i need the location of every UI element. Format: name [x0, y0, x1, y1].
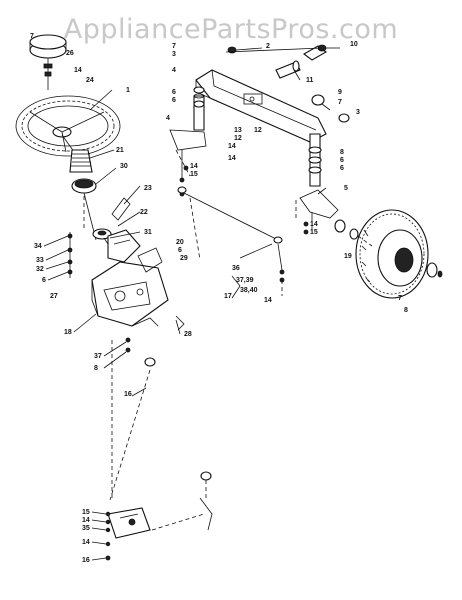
callout: 36 [232, 265, 240, 272]
drag-link [144, 357, 212, 481]
leader-lines [89, 47, 340, 397]
callout: 3 [172, 51, 176, 58]
callout: 6 [340, 165, 344, 172]
callout: 14 [264, 297, 272, 304]
callout: 14 [310, 221, 318, 228]
callout: 1 [126, 87, 130, 94]
callout: 16 [82, 557, 90, 564]
callout: 5 [344, 185, 348, 192]
callout: 15 [310, 229, 318, 236]
callout: 6 [42, 277, 46, 284]
steering-wheel [15, 95, 121, 157]
callout: 24 [86, 77, 94, 84]
front-wheel [355, 209, 429, 299]
callout: 37,39 [236, 277, 254, 284]
right-spindle-hardware [303, 94, 350, 235]
callout: 8 [94, 365, 98, 372]
steering-shaft-upper [61, 134, 93, 173]
steering-pinion-gear [71, 178, 97, 241]
callout: 14 [190, 163, 198, 170]
callout: 38,40 [240, 287, 258, 294]
steering-bushing [92, 197, 131, 251]
callout: 15 [82, 509, 90, 516]
callout: 34 [34, 243, 42, 250]
callout: 9 [338, 89, 342, 96]
steering-arm-bracket [107, 497, 213, 539]
callout: 14 [82, 517, 90, 524]
dashed-assembly-lines [83, 149, 373, 531]
callout: 19 [344, 253, 352, 260]
axle-pivot-hardware [225, 44, 327, 79]
callout: 8 [404, 307, 408, 314]
steering-wheel-bolt [43, 58, 53, 90]
callout: 21 [116, 147, 124, 154]
callout: 3 [356, 109, 360, 116]
left-hardware-stack [67, 232, 185, 353]
wheel-hardware [334, 219, 443, 278]
callout: 20 [176, 239, 184, 246]
callout: 27 [50, 293, 58, 300]
callout: 4 [172, 67, 176, 74]
front-axle-beam [195, 69, 327, 143]
callout: 12 [234, 135, 242, 142]
callout: 15 [190, 171, 198, 178]
callout: 28 [184, 331, 192, 338]
callout: 14 [74, 67, 82, 74]
callout: 13 [234, 127, 242, 134]
callout: 23 [144, 185, 152, 192]
callout: 17 [224, 293, 232, 300]
callout: 6 [172, 97, 176, 104]
callout: 8 [340, 149, 344, 156]
callout: 26 [66, 50, 74, 57]
callout: 7 [172, 43, 176, 50]
callout: 11 [306, 77, 314, 84]
callout: 7 [30, 33, 34, 40]
callout: 4 [166, 115, 170, 122]
callout: 22 [140, 209, 148, 216]
callout: 14 [228, 155, 236, 162]
callout: 31 [144, 229, 152, 236]
callout: 32 [36, 266, 44, 273]
tie-rod [177, 186, 285, 283]
callout: 14 [228, 143, 236, 150]
callout: 30 [120, 163, 128, 170]
left-spindle-hardware [179, 86, 205, 197]
callout: 18 [64, 329, 72, 336]
sector-gear-plate [107, 229, 163, 273]
callout: 6 [172, 89, 176, 96]
callout: 10 [350, 41, 358, 48]
steering-support-bracket [91, 261, 169, 327]
callout: 7 [338, 99, 342, 106]
callout: 29 [180, 255, 188, 262]
callout: 14 [82, 539, 90, 546]
callout-numbers: 7 26 14 24 1 7 3 10 2 11 4 6 6 12 9 7 3 … [30, 33, 408, 564]
steering-wheel-cap [29, 34, 67, 59]
callout: 35 [82, 525, 90, 532]
callout: 6 [178, 247, 182, 254]
callout-pointer-lines [43, 235, 181, 561]
watermark: AppliancePartsPros.com [63, 14, 399, 45]
callout: 6 [340, 157, 344, 164]
callout: 33 [36, 257, 44, 264]
callout: 12 [254, 127, 262, 134]
callout: 37 [94, 353, 102, 360]
callout: 7 [398, 295, 402, 302]
callout: 16 [124, 391, 132, 398]
callout: 2 [266, 43, 270, 50]
